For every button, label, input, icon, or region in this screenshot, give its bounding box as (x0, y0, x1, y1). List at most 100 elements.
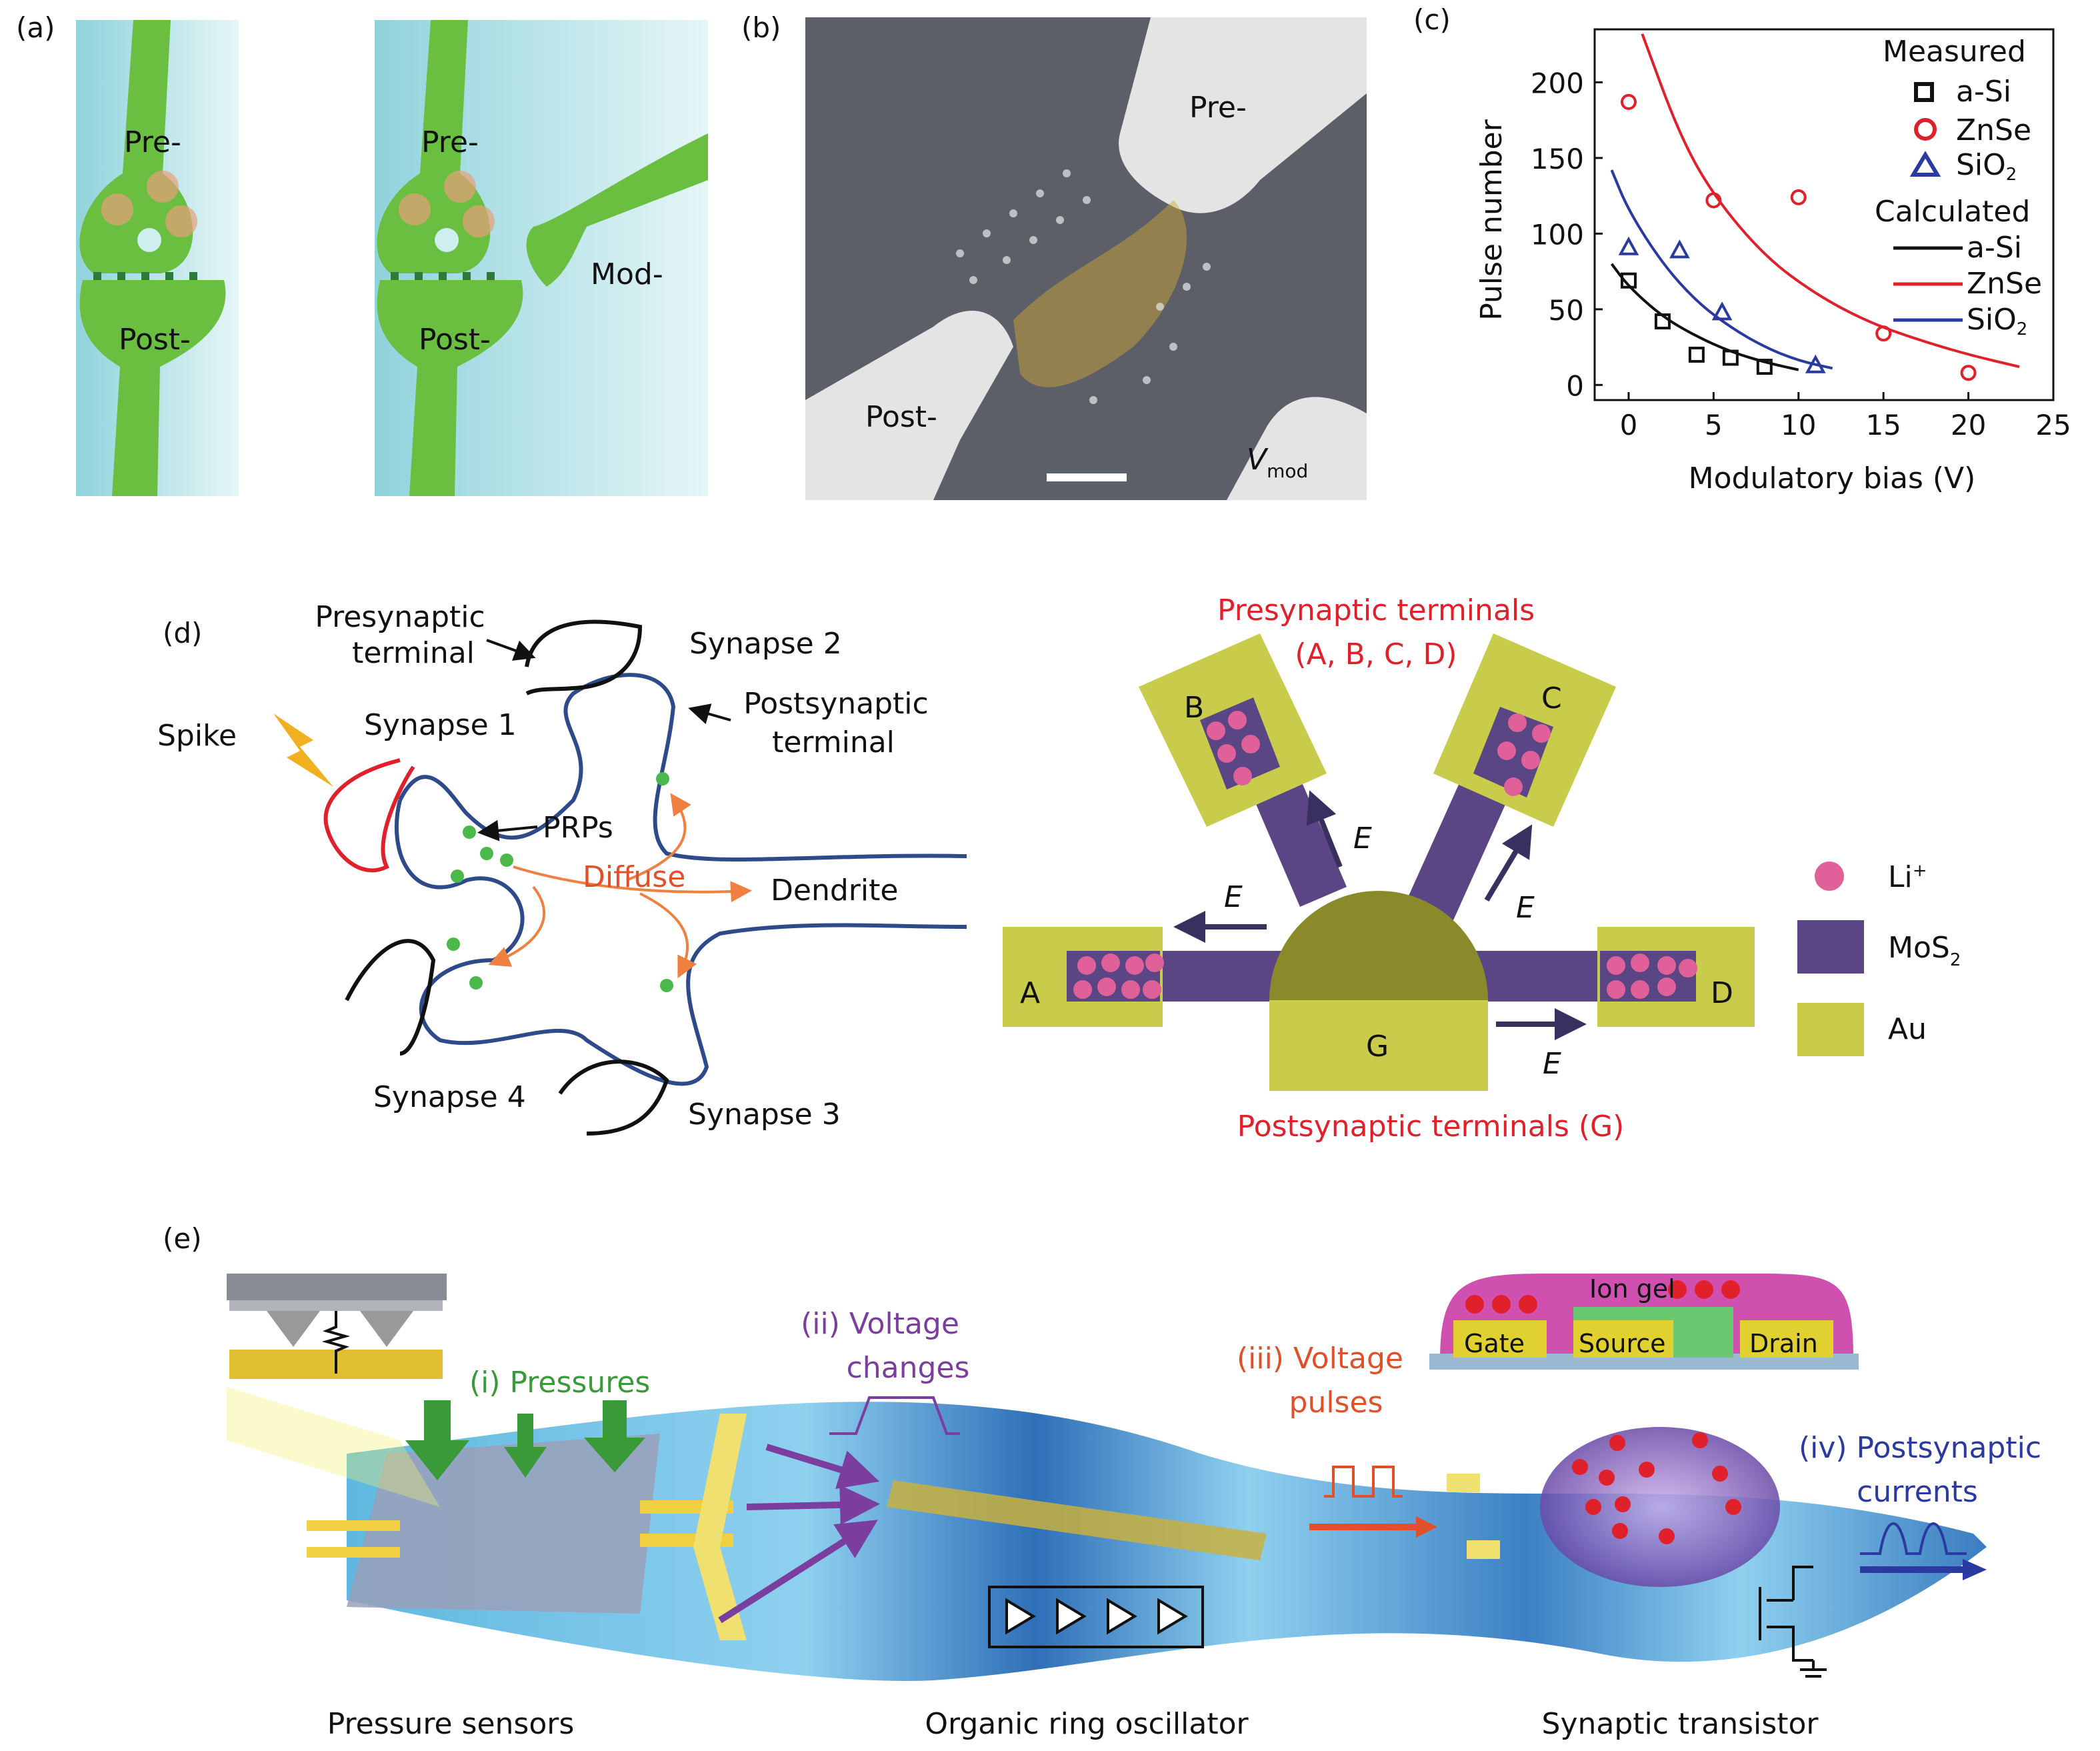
calculated-curve-a-si (1610, 263, 1799, 371)
label-post: Post- (865, 400, 937, 434)
ring-oscillator (887, 1480, 1267, 1648)
label-gate: Gate (1464, 1329, 1525, 1358)
label-post: Post- (119, 323, 191, 357)
calculated-curve-znse (1641, 33, 2020, 369)
au-electrodes (1003, 633, 1755, 1091)
synaptic-transistor: Ion gel Gate Source Drain (1429, 1274, 1859, 1678)
legend-label: SiO2 (1967, 303, 2027, 339)
label-presynaptic-terminal: Presynaptic (315, 600, 485, 634)
label-presynaptic-terminals: Presynaptic terminals (1217, 593, 1535, 627)
label-presynaptic-terminal: terminal (352, 636, 475, 670)
label-postsynaptic-currents: currents (1857, 1475, 1978, 1509)
legend-li: Li+ (1888, 860, 1927, 894)
data-point-sio2 (1805, 354, 1826, 373)
mos2-swatch (1797, 920, 1864, 974)
label-postsynaptic-terminals: Postsynaptic terminals (G) (1237, 1110, 1625, 1144)
diffusion-arrows (488, 793, 752, 979)
panel-label-d: (d) (163, 617, 202, 649)
panel-label-a: (a) (16, 11, 55, 44)
label-post: Post- (419, 323, 491, 357)
data-point-a-si (1654, 313, 1671, 329)
caption-synaptic-transistor: Synaptic transistor (1542, 1707, 1819, 1741)
label-vmod: Vmod (1247, 443, 1308, 482)
legend-label: SiO2 (1956, 148, 2017, 185)
label-spike: Spike (157, 719, 237, 753)
data-point-znse (1620, 93, 1637, 110)
label-voltage-changes: (ii) Voltage (801, 1307, 959, 1341)
li-ion-clusters (1067, 697, 1697, 1002)
label-postsynaptic-terminal: terminal (772, 725, 895, 759)
legend-marker-circle (1914, 118, 1937, 141)
terminal-d-label: D (1711, 976, 1733, 1010)
label-drain: Drain (1749, 1329, 1818, 1358)
caption-ring-oscillator: Organic ring oscillator (925, 1707, 1249, 1741)
x-axis-label: Modulatory bias (V) (1689, 461, 1976, 495)
transistor-symbol (1759, 1566, 1827, 1678)
spike-lightning-icon (273, 713, 333, 787)
y-axis-label: Pulse number (1475, 119, 1509, 320)
panel-b: (b) Pre- Post- Vmod (741, 11, 1367, 500)
y-tick-label: 50 (1549, 294, 1584, 327)
x-tick-label: 15 (1865, 409, 1901, 441)
data-point-a-si (1722, 349, 1739, 366)
panel-label-c: (c) (1413, 3, 1451, 36)
panel-a: (a) Pre- Post- Pre- Post- Mod- (16, 11, 708, 496)
sensor-inset (227, 1274, 447, 1507)
legend-label: a-Si (1956, 75, 2011, 109)
x-tick-label: 0 (1620, 409, 1638, 441)
voltage-pulse-waveform (1324, 1466, 1403, 1498)
label-pre: Pre- (1189, 91, 1247, 125)
data-point-znse (1790, 189, 1807, 205)
terminal-a-label: A (1020, 976, 1040, 1010)
label-mod: Mod- (591, 257, 663, 291)
label-synapse-4: Synapse 4 (373, 1080, 526, 1114)
terminal-b-label: B (1184, 691, 1204, 725)
legend-header-measured: Measured (1883, 35, 2026, 69)
label-pre: Pre- (124, 125, 181, 159)
postsynaptic-dendrite-outline (394, 673, 967, 1086)
legend-mos2: MoS2 (1888, 931, 1961, 970)
x-tick-label: 10 (1781, 409, 1816, 441)
label-voltage-pulses: (iii) Voltage (1237, 1342, 1403, 1376)
data-point-znse (1960, 365, 1977, 381)
data-point-znse (1875, 325, 1892, 342)
y-tick-label: 0 (1566, 369, 1584, 402)
label-pre: Pre- (421, 125, 479, 159)
terminal-c-label: C (1541, 681, 1562, 715)
label-synapse-1: Synapse 1 (364, 708, 517, 742)
legend-label: ZnSe (1967, 267, 2042, 301)
x-tick-label: 20 (1951, 409, 1986, 441)
label-pressures: (i) Pressures (469, 1366, 650, 1400)
panel-e: (e) (i) Pressures (ii) Voltage changes (163, 1222, 2041, 1741)
panel-label-e: (e) (163, 1222, 202, 1255)
panel-d-neuron-network: (d) Presynaptic terminal Synapse 2 (157, 600, 967, 1136)
caption-pressure-sensors: Pressure sensors (327, 1707, 575, 1741)
label-field-e: E (1224, 880, 1243, 914)
data-point-a-si (1620, 272, 1637, 289)
label-prps: PRPs (543, 811, 613, 845)
data-point-a-si (1756, 359, 1773, 375)
legend-marker-square (1914, 82, 1934, 102)
current-waveform (1860, 1522, 1967, 1555)
legend-label: a-Si (1967, 231, 2022, 265)
label-field-e: E (1353, 821, 1372, 855)
signal-arrows (718, 1444, 880, 1624)
label-voltage-pulses: pulses (1289, 1386, 1383, 1420)
label-voltage-changes: changes (847, 1351, 970, 1385)
y-tick-label: 150 (1531, 143, 1584, 175)
data-point-znse (1705, 192, 1722, 209)
panel-d-mos2-device: Presynaptic terminals (A, B, C, D) (1003, 593, 1961, 1144)
legend-label: ZnSe (1956, 113, 2031, 147)
synapse-illustration-modulated: Pre- Post- Mod- (375, 20, 708, 496)
ion-gel-dome (1540, 1427, 1780, 1587)
label-field-e: E (1543, 1047, 1561, 1081)
au-swatch (1797, 1003, 1864, 1056)
transistor-cross-section: Ion gel Gate Source Drain (1429, 1274, 1859, 1370)
terminal-g-label: G (1366, 1030, 1389, 1064)
label-arrows (477, 639, 731, 841)
li-ion-icon (1815, 861, 1844, 891)
legend-header-calculated: Calculated (1875, 195, 2030, 229)
